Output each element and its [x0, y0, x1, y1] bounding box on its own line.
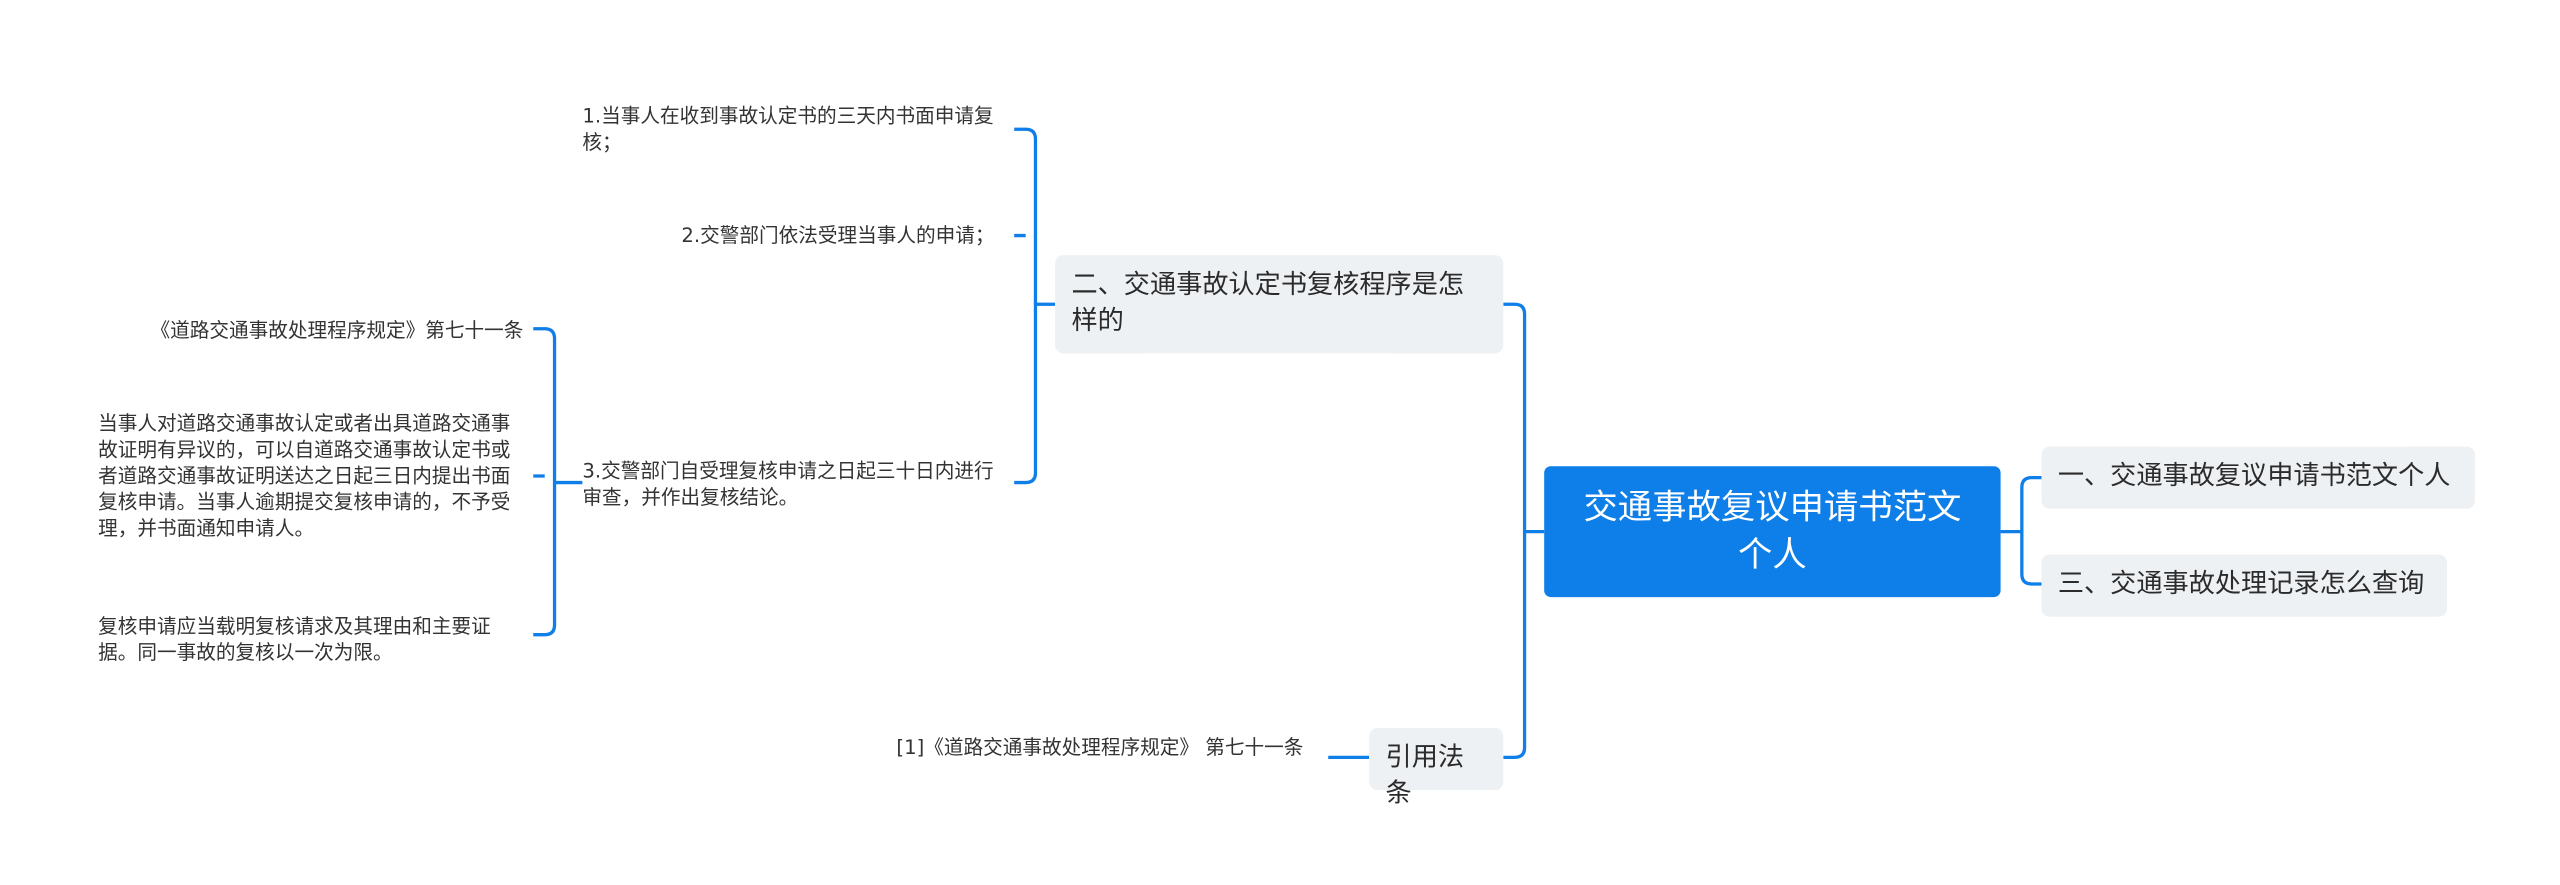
- connector-branch2: [1014, 127, 1056, 485]
- leaf-review-requirements[interactable]: 复核申请应当载明复核请求及其理由和主要证据。同一事故的复核以一次为限。: [98, 615, 491, 665]
- branch-citation[interactable]: 引用法条: [1369, 727, 1504, 808]
- branch-1[interactable]: 一、交通事故复议申请书范文个人: [2041, 446, 2475, 509]
- connector-leaf3: [533, 327, 583, 637]
- root-topic[interactable]: 交通事故复议申请书范文个人: [1544, 466, 2001, 598]
- leaf-step-1[interactable]: 1.当事人在收到事故认定书的三天内书面申请复核；: [582, 104, 994, 154]
- leaf-step-3[interactable]: 3.交警部门自受理复核申请之日起三十日内进行审查，并作出复核结论。: [582, 459, 994, 509]
- connector-root-left: [1503, 302, 1545, 760]
- branch-3[interactable]: 三、交通事故处理记录怎么查询: [2041, 554, 2448, 617]
- leaf-citation[interactable]: [1]《道路交通事故处理程序规定》 第七十一条: [896, 736, 1304, 760]
- connector-root-right: [2000, 476, 2042, 586]
- leaf-regulation-title[interactable]: 《道路交通事故处理程序规定》第七十一条: [150, 318, 524, 342]
- leaf-step-2[interactable]: 2.交警部门依法受理当事人的申请；: [681, 224, 995, 248]
- branch-2[interactable]: 二、交通事故认定书复核程序是怎样的: [1055, 255, 1504, 354]
- leaf-regulation-text[interactable]: 当事人对道路交通事故认定或者出具道路交通事故证明有异议的，可以自道路交通事故认定…: [98, 412, 511, 540]
